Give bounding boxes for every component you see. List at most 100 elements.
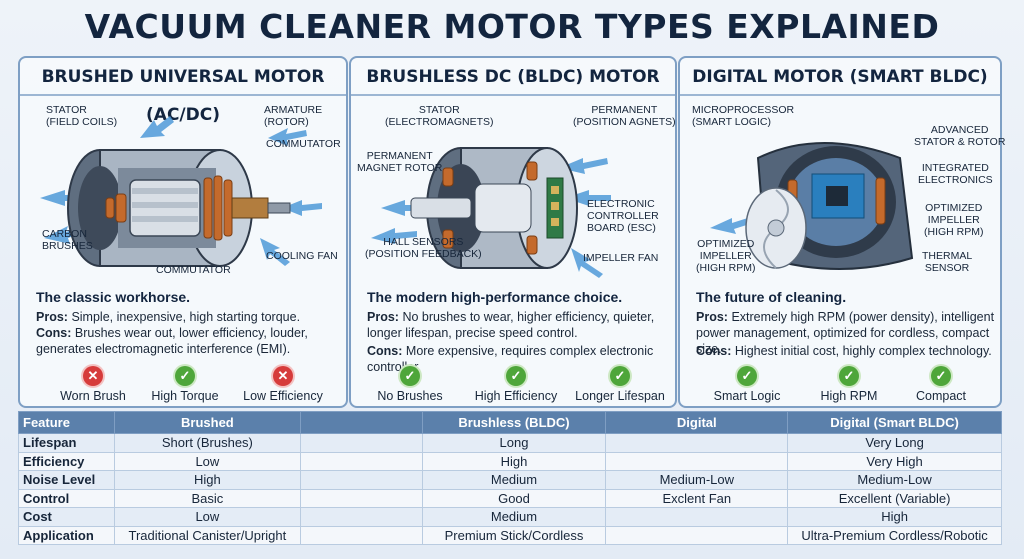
table-cell [299,507,423,527]
bldc-motor-panel: BRUSHLESS DC (BLDC) MOTOR [349,56,677,408]
pros-text: Pros: No brushes to wear, higher efficie… [367,310,655,340]
table-cell [299,433,423,453]
callout-commutator-bottom: COMMUTATOR [156,264,231,276]
stator-windings [442,161,538,255]
airflow-arrows [710,216,756,234]
check-icon: ✓ [506,366,526,386]
callout-commutator-top: COMMUTATOR [266,138,341,150]
table-row: Control Basic Good Exclent Fan Excellent… [18,488,1002,508]
badge-high-efficiency: ✓ High Efficiency [474,366,558,403]
table-header: Digital [605,411,789,434]
table-cell: Medium-Low [605,470,789,490]
panel-tagline: The classic workhorse. [36,289,191,305]
pros-text: Pros: Extremely high RPM (power density)… [696,310,995,356]
table-cell [299,488,423,508]
feature-badges: ✓ No Brushes ✓ High Efficiency ✓ Longer … [351,366,675,410]
callout-permanent: PERMANENT(POSITION AGNETS) [573,104,676,128]
callout-stator: STATOR(FIELD COILS) [46,104,118,128]
pcb-chip [811,173,865,219]
check-icon: ✓ [839,366,859,386]
bldc-motor-illustration [371,147,611,278]
table-cell: Long [421,433,607,453]
table-cell: Very Long [787,433,1002,453]
table-cell: Low [113,507,301,527]
table-cell: Medium [421,507,607,527]
table-cell: Exclent Fan [605,488,789,508]
table-cell: Short (Brushes) [113,433,301,453]
table-cell: Excellent (Variable) [787,488,1002,508]
table-row: Cost Low Medium High [18,507,1002,527]
table-cell [299,451,423,471]
cons-text: Cons: Brushes wear out, lower efficiency… [36,326,308,356]
table-header: Digital (Smart BLDC) [787,411,1002,434]
impeller [745,187,807,269]
panel-tagline: The future of cleaning. [696,289,847,305]
badge-low-efficiency: ✕ Low Efficiency [243,366,323,403]
table-header: Feature [18,411,115,434]
cons-text: Cons: More expensive, requires complex e… [367,344,654,374]
table-cell: Lifespan [18,433,115,453]
x-icon: ✕ [83,366,103,386]
x-icon: ✕ [273,366,293,386]
table-cell [605,525,789,545]
table-cell: Control [18,488,115,508]
table-cell: Application [18,525,115,545]
table-cell: High [421,451,607,471]
check-icon: ✓ [737,366,757,386]
armature-rotor [129,179,201,237]
digital-motor-illustration [710,142,914,270]
table-header [299,411,423,434]
table-header: Brushed [113,411,301,434]
check-icon: ✓ [400,366,420,386]
table-cell: Low [113,451,301,471]
airflow-arrows [40,116,322,266]
table-cell: Good [421,488,607,508]
table-cell [299,470,423,490]
table-cell [605,507,789,527]
table-cell: Medium-Low [787,470,1002,490]
table-row: Efficiency Low High Very High [18,451,1002,471]
digital-motor-panel: DIGITAL MOTOR (SMART BLDC) MICROPROCESSO… [678,56,1006,410]
table-cell [605,433,789,453]
brushed-motor-illustration [40,116,322,267]
badge-worn-brush: ✕ Worn Brush [60,366,126,403]
badge-smart-logic: ✓ Smart Logic [713,366,781,403]
table-cell: Ultra-Premium Cordless/Robotic [787,525,1002,545]
callout-cooling-fan: COOLING FAN [266,250,338,262]
table-row: Noise Level High Medium Medium-Low Mediu… [18,470,1002,490]
panel-heading: DIGITAL MOTOR (SMART BLDC) [680,58,1000,96]
table-cell: Basic [113,488,301,508]
badge-high-torque: ✓ High Torque [151,366,219,403]
feature-badges: ✓ Smart Logic ✓ High RPM ✓ Compact [680,366,1000,410]
table-cell: Cost [18,507,115,527]
table-row: Lifespan Short (Brushes) Long Very Long [18,433,1002,453]
table-cell: High [113,470,301,490]
copper-windings [105,175,233,241]
pros-text: Pros: Simple, inexpensive, high starting… [36,310,301,324]
badge-longer-lifespan: ✓ Longer Lifespan [575,366,665,403]
feature-badges: ✕ Worn Brush ✓ High Torque ✕ Low Efficie… [20,366,346,410]
check-icon: ✓ [610,366,630,386]
table-row: Application Traditional Canister/Upright… [18,525,1002,545]
badge-compact: ✓ Compact [915,366,967,403]
callout-hall-sensors: HALL SENSORS(POSITION FEEDBACK) [365,236,482,260]
table-header: Brushless (BLDC) [421,411,607,434]
table-cell: Very High [787,451,1002,471]
table-cell: Noise Level [18,470,115,490]
callout-armature: ARMATURE(ROTOR) [264,104,323,128]
panel-heading: BRUSHLESS DC (BLDC) MOTOR [351,58,675,96]
callout-stator: STATOR(ELECTROMAGNETS) [385,104,494,128]
check-icon: ✓ [931,366,951,386]
comparison-table: Feature Brushed Brushless (BLDC) Digital… [18,411,1002,545]
badge-high-rpm: ✓ High RPM [820,366,878,403]
table-cell: Traditional Canister/Upright [113,525,301,545]
check-icon: ✓ [175,366,195,386]
brushed-motor-panel: BRUSHED UNIVERSAL MOTOR (AC/DC) [18,56,348,408]
